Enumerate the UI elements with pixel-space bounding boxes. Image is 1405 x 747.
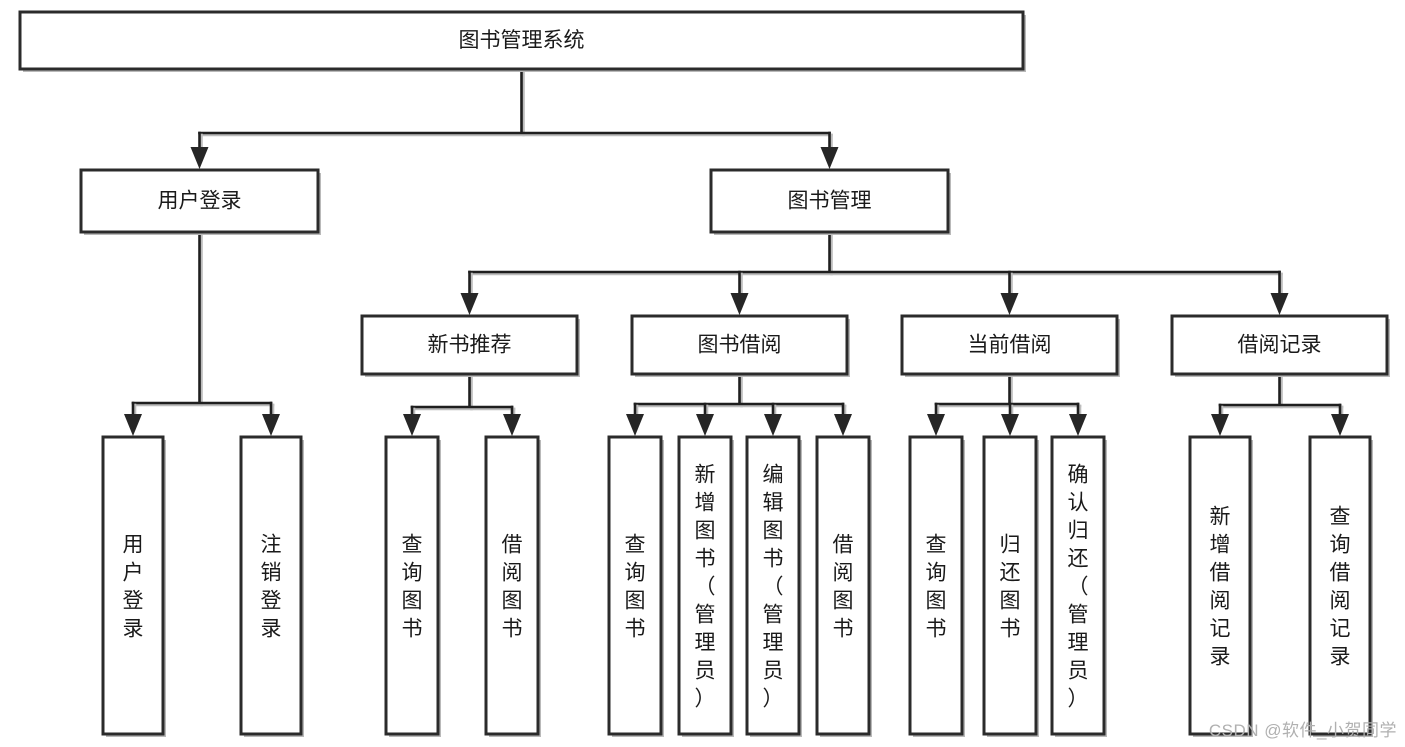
node-box — [982, 435, 1038, 736]
node-layer: 图书管理系统用户登录图书管理新书推荐图书借阅当前借阅借阅记录用户登录注销登录查询… — [18, 10, 1390, 737]
node-l2[interactable]: 注销登录 — [239, 435, 304, 737]
node-box — [607, 435, 663, 736]
node-box — [1170, 314, 1389, 376]
node-label: 查询图书 — [926, 533, 947, 640]
node-box — [1188, 435, 1252, 736]
edge-layer — [124, 67, 1349, 436]
node-label: 编辑图书（管理员） — [763, 463, 784, 710]
node-newbook[interactable]: 新书推荐 — [360, 314, 580, 377]
node-l12[interactable]: 新增借阅记录 — [1188, 435, 1253, 737]
node-box — [709, 168, 950, 234]
node-box — [79, 168, 320, 234]
node-box — [360, 314, 579, 376]
node-label: 查询图书 — [625, 533, 646, 640]
node-l1[interactable]: 用户登录 — [101, 435, 166, 737]
node-label: 查询图书 — [402, 533, 423, 640]
node-box — [815, 435, 871, 736]
node-label: 图书管理 — [788, 190, 872, 213]
node-label: 归还图书 — [1000, 533, 1021, 640]
node-label: 新书推荐 — [428, 334, 512, 357]
node-l9[interactable]: 查询图书 — [908, 435, 965, 737]
node-label: 用户登录 — [123, 533, 144, 640]
node-l4[interactable]: 借阅图书 — [484, 435, 541, 737]
node-box — [1308, 435, 1372, 736]
node-l10[interactable]: 归还图书 — [982, 435, 1039, 737]
node-box — [677, 435, 733, 736]
node-label: 当前借阅 — [968, 334, 1052, 357]
node-record[interactable]: 借阅记录 — [1170, 314, 1390, 377]
node-login[interactable]: 用户登录 — [79, 168, 321, 235]
node-root[interactable]: 图书管理系统 — [18, 10, 1026, 72]
node-label: 借阅图书 — [833, 533, 854, 640]
node-label: 新增借阅记录 — [1210, 505, 1231, 668]
node-box — [900, 314, 1119, 376]
node-box — [384, 435, 440, 736]
node-label: 借阅图书 — [502, 533, 523, 640]
node-l11[interactable]: 确认归还（管理员） — [1050, 435, 1107, 737]
node-box — [101, 435, 165, 736]
node-l6[interactable]: 新增图书（管理员） — [677, 435, 734, 737]
node-box — [18, 10, 1025, 71]
node-box — [745, 435, 801, 736]
node-label: 新增图书（管理员） — [695, 463, 716, 710]
node-borrow[interactable]: 图书借阅 — [630, 314, 850, 377]
node-box — [908, 435, 964, 736]
node-label: 用户登录 — [158, 190, 242, 213]
node-l13[interactable]: 查询借阅记录 — [1308, 435, 1373, 737]
node-l5[interactable]: 查询图书 — [607, 435, 664, 737]
node-l7[interactable]: 编辑图书（管理员） — [745, 435, 802, 737]
node-label: 查询借阅记录 — [1330, 505, 1351, 668]
node-box — [1050, 435, 1106, 736]
node-label: 注销登录 — [261, 533, 282, 640]
node-box — [239, 435, 303, 736]
node-box — [484, 435, 540, 736]
node-label: 确认归还（管理员） — [1068, 463, 1089, 710]
node-l3[interactable]: 查询图书 — [384, 435, 441, 737]
node-label: 图书管理系统 — [459, 29, 585, 52]
node-box — [630, 314, 849, 376]
node-l8[interactable]: 借阅图书 — [815, 435, 872, 737]
node-bookmgmt[interactable]: 图书管理 — [709, 168, 951, 235]
node-label: 借阅记录 — [1238, 334, 1322, 357]
node-current[interactable]: 当前借阅 — [900, 314, 1120, 377]
node-label: 图书借阅 — [698, 334, 782, 357]
